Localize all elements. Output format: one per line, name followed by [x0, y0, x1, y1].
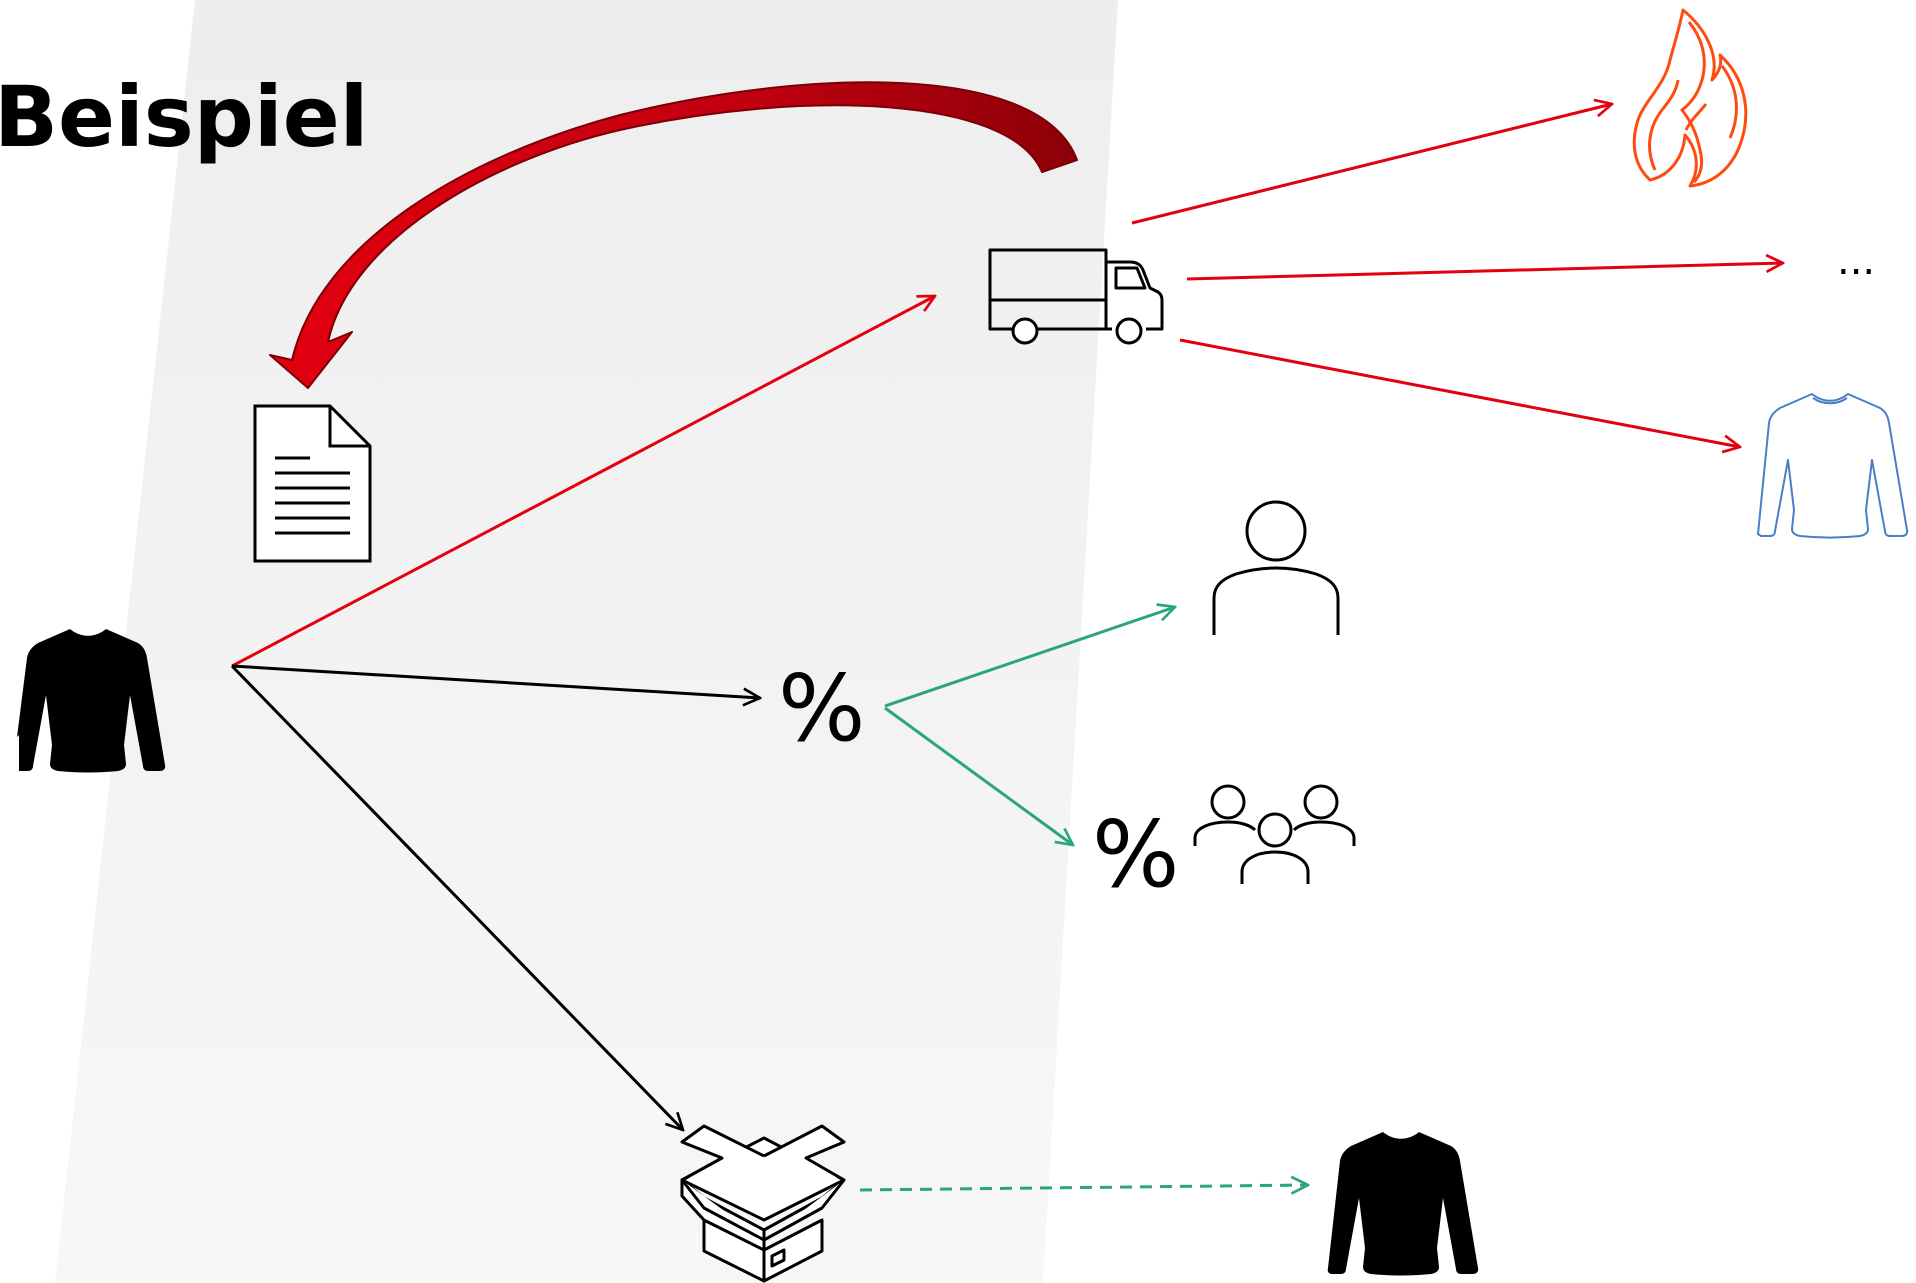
page-title: Beispiel: [0, 68, 368, 166]
feedback-arrow: [269, 81, 1078, 389]
person-icon: [1212, 500, 1340, 635]
truck-icon: [988, 248, 1164, 345]
arrow-shirt-to-box: [230, 664, 683, 1130]
more-outcomes-label: ...: [1837, 238, 1875, 284]
arrow-box-to-shirt: [859, 1185, 1308, 1190]
open-box-icon: [680, 1124, 846, 1283]
fire-icon: [1632, 8, 1748, 188]
shirt-outline-icon: [1757, 393, 1909, 539]
arrow-percent-to-group: [884, 706, 1073, 845]
arrow-shirt-to-truck: [231, 296, 935, 668]
arrow-truck-to-fire: [1131, 104, 1612, 225]
arrow-truck-to-more: [1186, 263, 1783, 281]
group-icon: [1193, 784, 1356, 884]
document-icon: [253, 404, 372, 563]
arrow-truck-to-outline-shirt: [1179, 338, 1740, 447]
arrow-percent-to-person: [884, 607, 1175, 708]
group-percent-label: %: [1092, 801, 1179, 908]
arrow-shirt-to-percent: [231, 664, 760, 698]
background-band: [55, 0, 1118, 1283]
percent-label: %: [778, 655, 865, 762]
shirt-icon: [17, 629, 166, 773]
shirt-icon: [1327, 1132, 1479, 1276]
